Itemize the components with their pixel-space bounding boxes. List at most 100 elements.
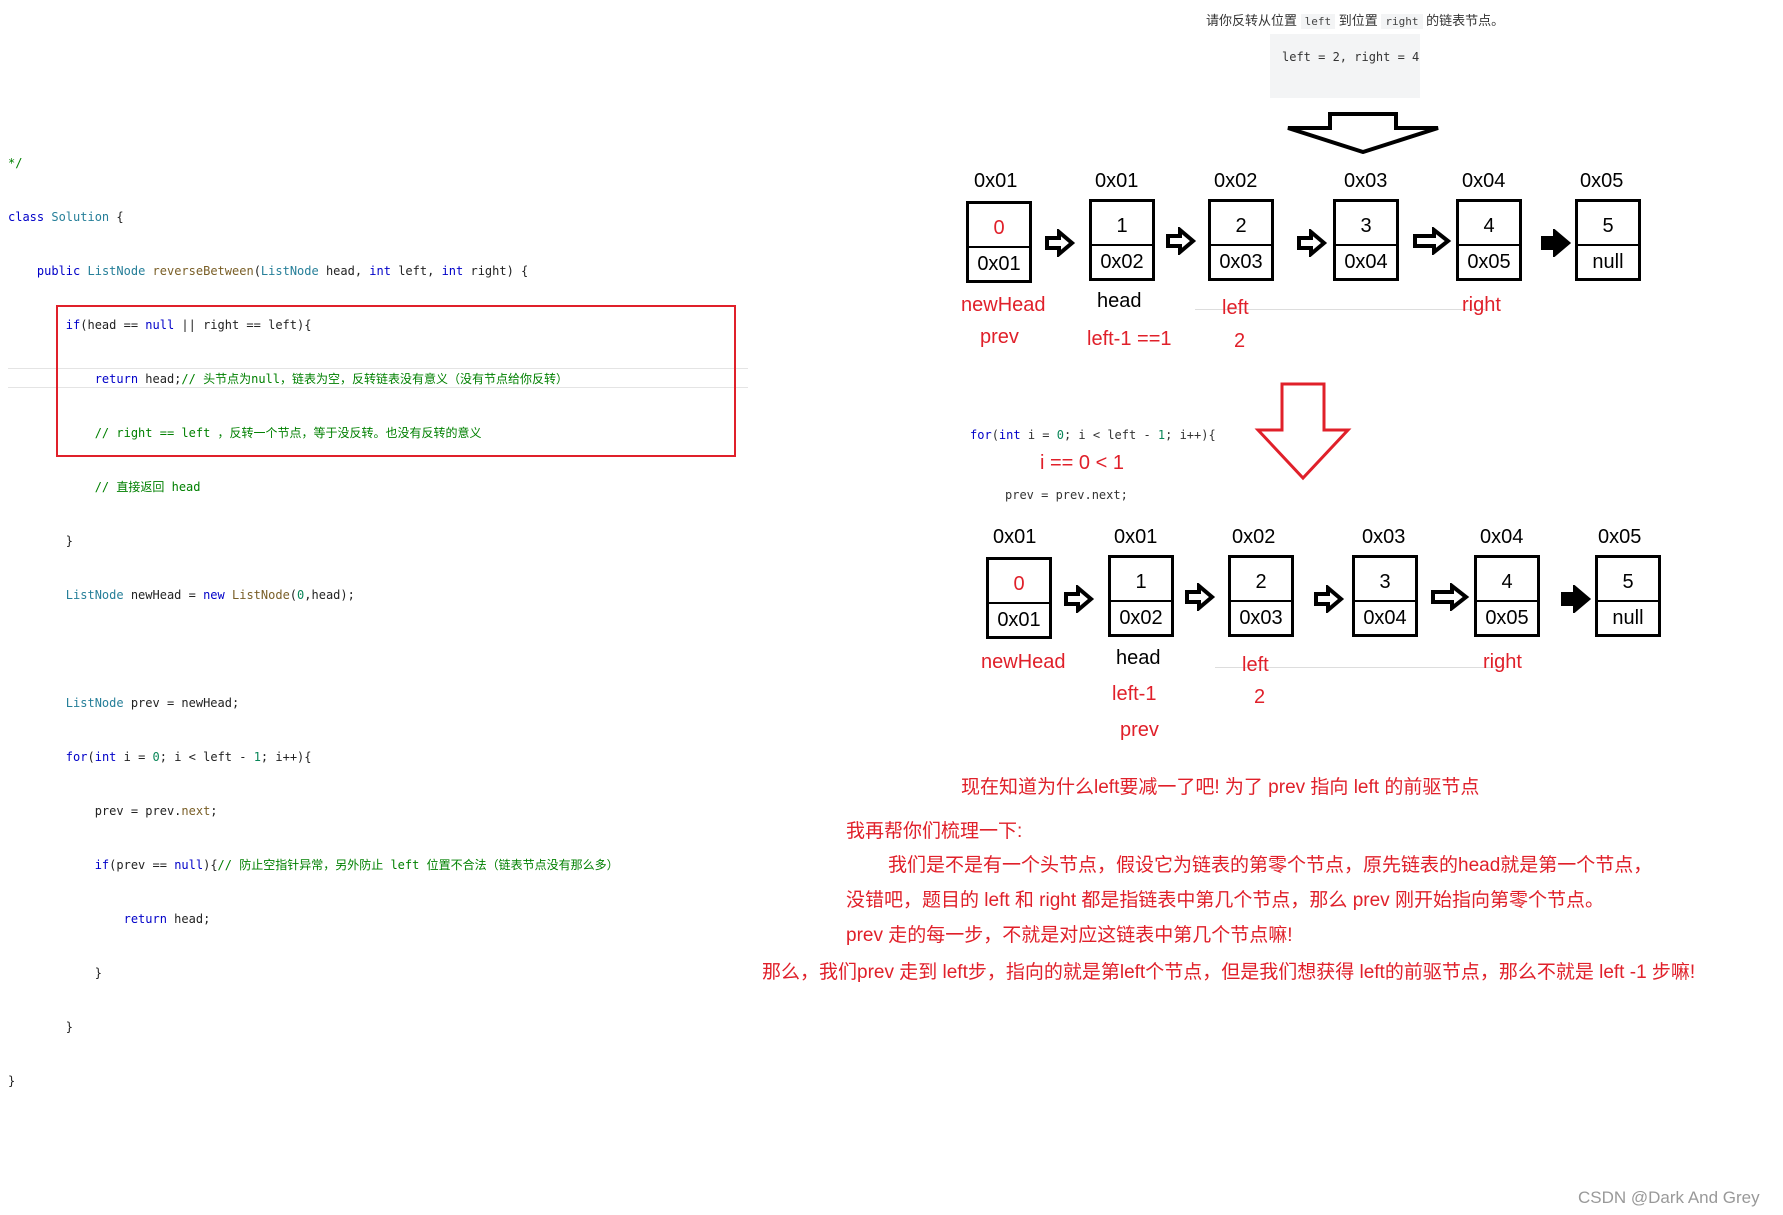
code-line-15: }	[8, 966, 102, 980]
down-arrow-icon	[1287, 112, 1439, 154]
list-node: 5 null	[1595, 555, 1661, 637]
explanation-line-5: prev 走的每一步，不就是对应这链表中第几个节点嘛!	[846, 925, 1293, 946]
prev-label: prev	[1120, 719, 1159, 741]
code-line-10: ListNode prev = newHead;	[65, 696, 240, 710]
watermark: CSDN @Dark And Grey	[1578, 1188, 1760, 1207]
loop-code: for(int i = 0; i < left - 1; i++){	[970, 428, 1216, 442]
right-arrow-icon	[1045, 229, 1076, 257]
node-next: 0x01	[989, 602, 1049, 636]
address-label: 0x05	[1580, 170, 1624, 192]
code-line-11: for(int i = 0; i < left - 1; i++){	[65, 750, 312, 764]
code-line-1: class Solution {	[8, 210, 124, 224]
code-line-17: }	[8, 1074, 16, 1088]
node-value: 1	[1116, 215, 1128, 237]
class-keyword: class	[8, 210, 45, 224]
newhead-label: newHead	[981, 651, 1066, 673]
code-line-14: return head;	[123, 912, 211, 926]
right-arrow-icon	[1297, 229, 1328, 257]
current-line-highlight	[8, 368, 748, 388]
node-value: 4	[1501, 571, 1513, 593]
node-next: 0x05	[1459, 244, 1519, 278]
node-value: 5	[1602, 215, 1614, 237]
left-label: left	[1242, 654, 1269, 676]
left-label: left	[1222, 297, 1249, 319]
head-label: head	[1116, 647, 1161, 669]
list-node: 5 null	[1575, 199, 1641, 281]
node-next: null	[1578, 244, 1638, 278]
address-label: 0x01	[1095, 170, 1139, 192]
code-line-0: */	[8, 156, 23, 170]
explanation-line-3: 我们是不是有一个头节点，假设它为链表的第零个节点，原先链表的head就是第一个节…	[888, 855, 1653, 876]
node-value: 3	[1379, 571, 1391, 593]
problem-statement: 请你反转从位置 left 到位置 right 的链表节点。	[1206, 13, 1505, 29]
red-down-arrow-icon	[1254, 382, 1352, 481]
example-box: left = 2, right = 4	[1270, 34, 1420, 98]
head-label: head	[1097, 290, 1142, 312]
address-label: 0x04	[1462, 170, 1506, 192]
left-minus-one-label: left-1	[1112, 683, 1157, 705]
right-label: right	[1483, 651, 1522, 673]
address-label: 0x03	[1362, 526, 1406, 548]
code-line-3: if(head == null || right == left){	[65, 318, 312, 332]
right-arrow-icon	[1314, 585, 1345, 613]
address-label: 0x01	[1114, 526, 1158, 548]
node-next: 0x01	[969, 246, 1029, 280]
node-next: 0x05	[1477, 600, 1537, 634]
left-value-label: 2	[1234, 330, 1246, 352]
code-line-12: prev = prev.next;	[8, 804, 218, 818]
right-arrow-icon	[1431, 583, 1470, 611]
right-arrow-icon	[1561, 585, 1592, 613]
code-line-9	[8, 640, 748, 658]
node-value: 5	[1622, 571, 1634, 593]
code-line-5: // right == left ，反转一个节点，等于没反转。也没有反转的意义	[94, 426, 482, 440]
code-line-7: }	[8, 534, 74, 548]
right-arrow-icon	[1166, 227, 1197, 255]
node-value: 1	[1135, 571, 1147, 593]
explanation-line-2: 我再帮你们梳理一下:	[846, 821, 1023, 842]
node-next: 0x02	[1092, 244, 1152, 278]
address-label: 0x01	[974, 170, 1018, 192]
list-node: 1 0x02	[1089, 199, 1155, 281]
code-panel: */ class Solution { public ListNode reve…	[8, 118, 748, 1108]
right-arrow-icon	[1413, 227, 1452, 255]
node-next: 0x02	[1111, 600, 1171, 634]
address-label: 0x02	[1232, 526, 1276, 548]
highlight-box	[56, 305, 736, 457]
node-value: 4	[1483, 215, 1495, 237]
left-minus-one-label: left-1 ==1	[1087, 328, 1172, 350]
loop-condition-label: i == 0 < 1	[1040, 452, 1124, 474]
list-node: 4 0x05	[1456, 199, 1522, 281]
list-node: 2 0x03	[1208, 199, 1274, 281]
node-next: null	[1598, 600, 1658, 634]
right-arrow-icon	[1541, 229, 1572, 257]
code-line-2: public ListNode reverseBetween(ListNode …	[36, 264, 529, 278]
node-value: 2	[1235, 215, 1247, 237]
list-node: 1 0x02	[1108, 555, 1174, 637]
explanation-line-4: 没错吧，题目的 left 和 right 都是指链表中第几个节点，那么 prev…	[846, 890, 1604, 911]
newhead-label: newHead	[961, 294, 1046, 316]
left-value-label: 2	[1254, 686, 1266, 708]
range-line	[1215, 667, 1505, 668]
code-line-8: ListNode newHead = new ListNode(0,head);	[65, 588, 355, 602]
address-label: 0x05	[1598, 526, 1642, 548]
list-node: 2 0x03	[1228, 555, 1294, 637]
node-next: 0x04	[1336, 244, 1396, 278]
node-value: 2	[1255, 571, 1267, 593]
address-label: 0x01	[993, 526, 1037, 548]
code-line-13: if(prev == null){// 防止空指针异常，另外防止 left 位置…	[94, 858, 619, 872]
list-node: 0 0x01	[986, 557, 1052, 639]
list-node: 3 0x04	[1352, 555, 1418, 637]
range-line	[1195, 309, 1485, 310]
node-value: 3	[1360, 215, 1372, 237]
code-line-4: return head;// 头节点为null，链表为空，反转链表没有意义（没有…	[94, 372, 568, 386]
address-label: 0x03	[1344, 170, 1388, 192]
explanation-line-6: 那么，我们prev 走到 left步，指向的就是第left个节点，但是我们想获得…	[762, 962, 1696, 983]
right-arrow-icon	[1064, 585, 1095, 613]
right-label: right	[1462, 294, 1501, 316]
list-node: 3 0x04	[1333, 199, 1399, 281]
list-node: 0 0x01	[966, 201, 1032, 283]
node-next: 0x03	[1211, 244, 1271, 278]
right-arrow-icon	[1185, 583, 1216, 611]
code-line-16: }	[8, 1020, 74, 1034]
address-label: 0x04	[1480, 526, 1524, 548]
